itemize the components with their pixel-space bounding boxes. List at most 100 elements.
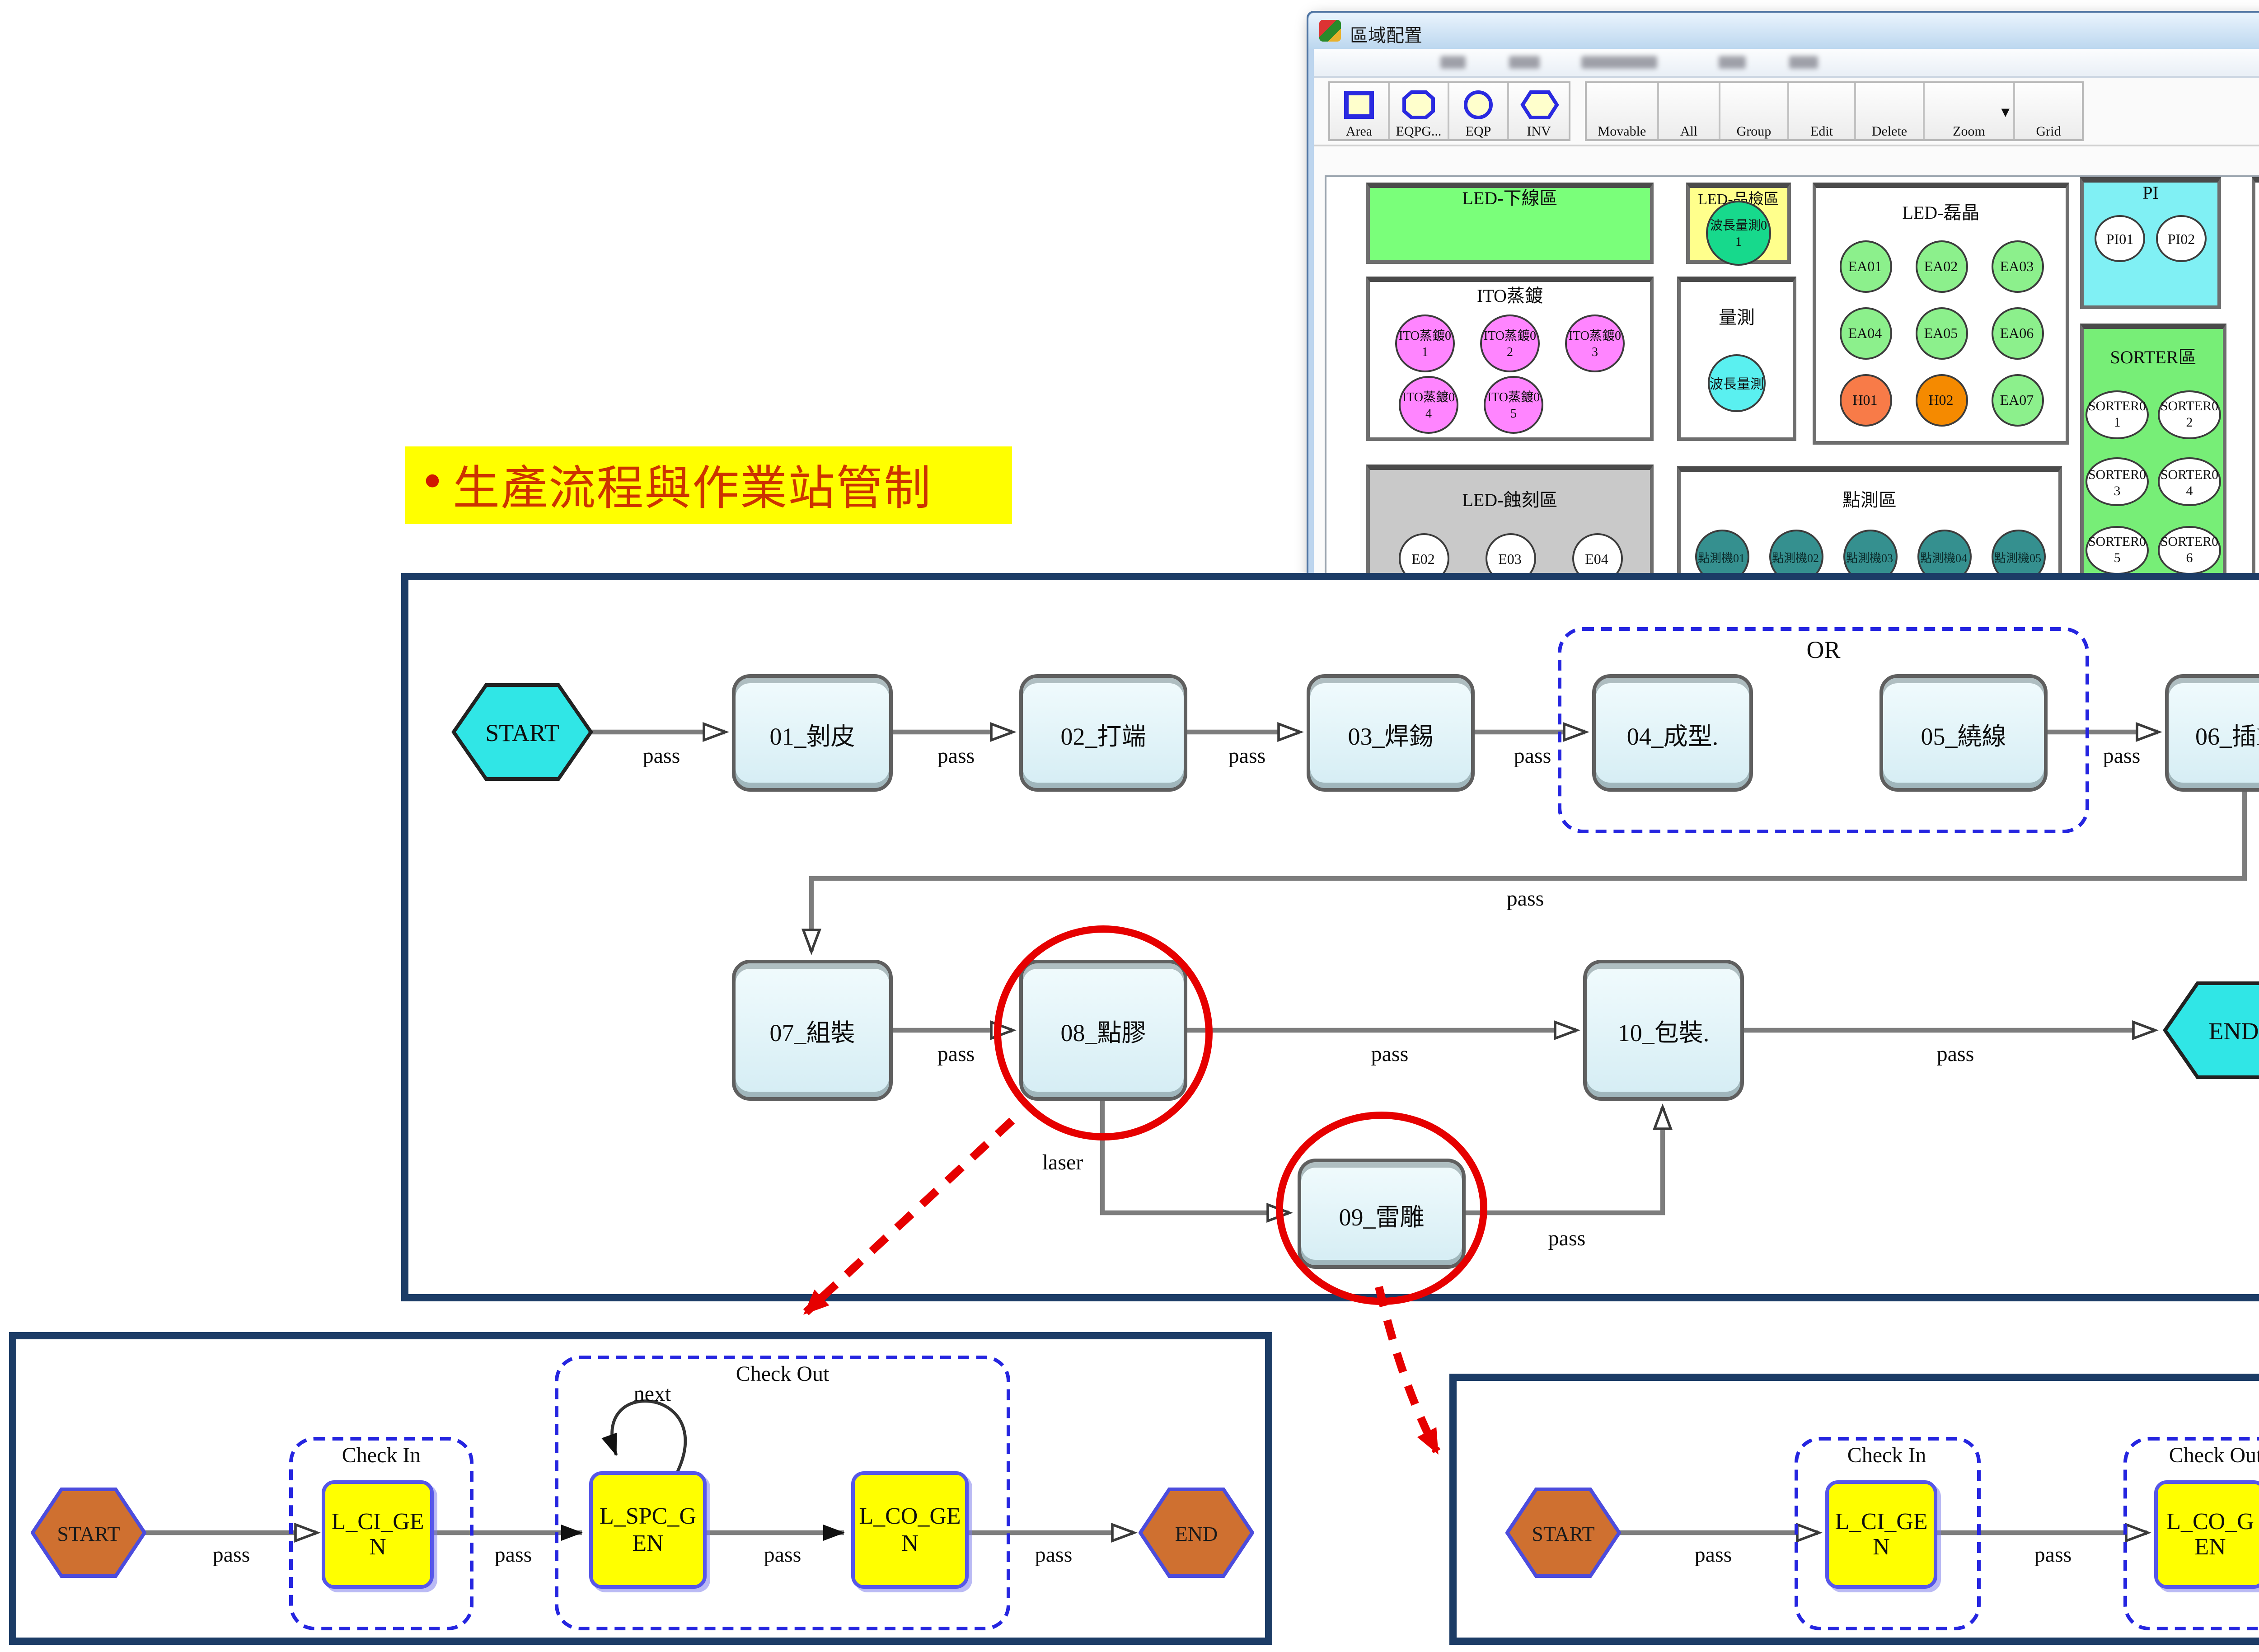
eqpg-tool-button[interactable]: EQPG... [1390,83,1449,139]
chevron-down-icon[interactable]: ▼ [2001,107,2010,119]
start-label: START [485,719,559,746]
machine-circle[interactable]: PI02 [2156,215,2207,262]
check-in-group [289,1437,473,1630]
machine-circle[interactable]: SORTER06 [2158,525,2221,574]
edge-label-pass: pass [937,1041,975,1066]
start-terminal: START [31,1488,146,1578]
machine-circle[interactable]: EA03 [1991,240,2043,293]
app-icon [1319,20,1341,42]
edge-label-pass: pass [764,1542,801,1567]
zone-led-epi[interactable]: LED-磊晶 EA01 EA02 EA03 EA04 EA05 EA06 H01… [1813,183,2069,445]
edge-label-next: next [633,1381,671,1406]
start-terminal: START [451,683,593,781]
red-highlight-circle-08 [994,925,1213,1140]
check-out-label: Check Out [736,1361,830,1386]
machine-circle[interactable]: ITO蒸鍍05 [1484,375,1543,433]
edge-label-pass: pass [1694,1542,1732,1567]
square-shape-icon [1344,91,1374,119]
check-in-label: Check In [1847,1442,1926,1468]
zone-led-offline[interactable]: LED-下線區 [1366,183,1654,264]
menu-item-blurred[interactable] [1581,56,1657,69]
node-l-ci-gen: L_CI_GEN [1825,1480,1937,1589]
machine-circle[interactable]: EA04 [1839,307,1891,360]
machine-circle[interactable]: PI01 [2095,215,2145,262]
edge-label-pass: pass [1228,743,1266,768]
machine-circle[interactable]: SORTER02 [2158,390,2221,439]
toolbar-shape-group: Area EQPG... EQP INV [1328,81,1570,141]
inv-tool-button[interactable]: INV [1509,83,1569,139]
laser-subflow: START END Check In Check Out L_CI_GEN L_… [1449,1374,2259,1645]
area-tool-button[interactable]: Area [1330,83,1390,139]
machine-circle[interactable]: EA06 [1991,307,2043,360]
edge-label-pass: pass [2034,1542,2072,1567]
machine-circle[interactable]: EA01 [1839,240,1891,293]
all-button[interactable]: All [1659,83,1720,139]
menu-item-blurred[interactable] [1509,56,1540,69]
flow-node-05: 05_繞線 [1879,674,2048,792]
or-label: OR [1806,636,1841,663]
start-label: START [1532,1522,1594,1545]
machine-circle[interactable]: 波長量測01 [1706,201,1771,266]
end-label: END [1175,1522,1218,1545]
menu-item-blurred[interactable] [1789,56,1818,69]
end-label: END [2209,1018,2259,1045]
zoom-button[interactable]: ▼ Zoom [1925,83,2015,139]
flow-node-10: 10_包裝. [1583,960,1744,1101]
machine-circle[interactable]: H02 [1915,374,1967,427]
zone-sorter[interactable]: SORTER區 SORTER01 SORTER02 SORTER03 SORTE… [2080,324,2226,596]
grid-button[interactable]: Grid [2015,83,2082,139]
edge-label-pass: pass [1506,886,1544,911]
edge-label-laser: laser [1042,1150,1083,1175]
titlebar[interactable]: 區域配置 × [1308,13,2259,49]
machine-circle[interactable]: ITO蒸鍍02 [1480,314,1540,371]
flow-node-04: 04_成型. [1592,674,1753,792]
edit-button[interactable]: Edit [1789,83,1856,139]
red-highlight-circle-09 [1276,1112,1487,1305]
flow-node-01: 01_剝皮 [732,674,893,792]
or-group-box [1558,627,2089,833]
main-flowchart: START END OR 01_剝皮 02_打端 03_焊錫 04_成型. 05… [401,573,2259,1305]
machine-circle[interactable]: ITO蒸鍍04 [1399,375,1458,433]
zone-led-inspect[interactable]: LED-品檢區 波長量測01 [1686,183,1791,266]
edge-label-pass: pass [1936,1041,1974,1066]
red-dashed-arrow-right [1375,1286,1440,1455]
node-l-co-gen: L_CO_GEN [851,1471,969,1589]
circle-shape-icon [1464,90,1493,119]
delete-button[interactable]: Delete [1856,83,1925,139]
machine-circle[interactable]: ITO蒸鍍01 [1395,314,1455,371]
octagon-rect-shape-icon [1402,90,1435,119]
eqp-tool-button[interactable]: EQP [1449,83,1509,139]
machine-circle[interactable]: EA02 [1915,240,1967,293]
machine-circle[interactable]: 波長量測 [1708,355,1766,413]
machine-circle[interactable]: SORTER03 [2086,457,2149,507]
edge-label-pass: pass [1371,1041,1409,1066]
zone-pi[interactable]: PI PI01 PI02 [2080,177,2221,309]
edge-label-pass: pass [2103,743,2141,768]
machine-circle[interactable]: SORTER01 [2086,390,2149,439]
zone-ito[interactable]: ITO蒸鍍 ITO蒸鍍01 ITO蒸鍍02 ITO蒸鍍03 ITO蒸鍍04 IT… [1366,277,1654,441]
check-out-group [2123,1437,2259,1630]
machine-circle[interactable]: ITO蒸鍍03 [1565,314,1625,371]
bullet-icon: • [423,451,442,511]
toolbar: Area EQPG... EQP INV [1314,78,2259,146]
section-title-text: 生產流程與作業站管制 [453,463,932,515]
group-button[interactable]: Group [1720,83,1789,139]
zone-measure[interactable]: 量測 波長量測 [1677,277,1796,441]
node-l-spc-gen: L_SPC_GEN [589,1471,707,1589]
machine-circle[interactable]: EA07 [1991,374,2043,427]
zone-pet[interactable]: PET加工區 M05 M06 M07 M08 M09 [2252,177,2259,596]
start-label: START [57,1522,120,1545]
machine-circle[interactable]: SORTER05 [2086,525,2149,574]
menu-item-blurred[interactable] [1719,56,1746,69]
check-out-label: Check Out [2169,1442,2259,1468]
edge-label-pass: pass [212,1542,250,1567]
machine-circle[interactable]: SORTER04 [2158,457,2221,507]
flow-node-07: 07_組裝 [732,960,893,1101]
machine-circle[interactable]: EA05 [1915,307,1967,360]
machine-circle[interactable]: H01 [1839,374,1891,427]
end-terminal: END [2163,981,2259,1079]
hexagon-shape-icon [1519,90,1558,119]
menu-item-blurred[interactable] [1440,56,1466,69]
toolbar-action-group: Movable All Group Edit Delete ▼ Zoom Gri… [1585,81,2084,141]
movable-button[interactable]: Movable [1587,83,1659,139]
